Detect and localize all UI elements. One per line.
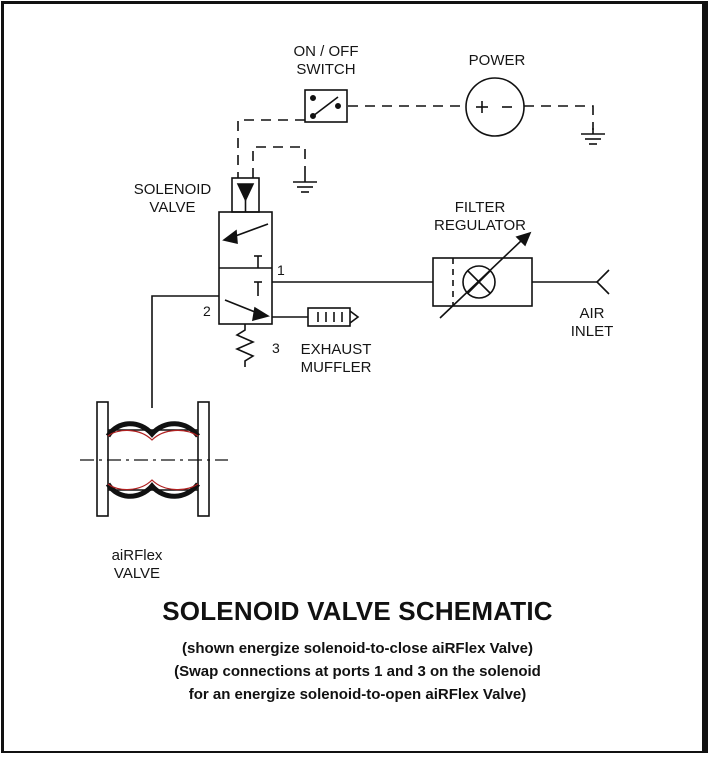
solenoid-label-line1: SOLENOID	[133, 181, 212, 198]
solenoid-label: SOLENOID VALVE	[120, 181, 225, 217]
air-inlet-label-line1: AIR	[579, 305, 605, 322]
caption-line-3: for an energize solenoid-to-open aiRFlex…	[188, 686, 527, 703]
caption-line-1: (shown energize solenoid-to-close aiRFle…	[182, 640, 533, 657]
port-2-label: 2	[203, 303, 211, 319]
switch-label-line1: ON / OFF	[293, 43, 359, 60]
airflex-label-line1: aiRFlex	[111, 547, 163, 564]
switch-label-line2: SWITCH	[296, 61, 356, 78]
on-off-switch-icon	[304, 89, 348, 123]
power-source-icon	[465, 77, 525, 137]
actuation-line	[151, 295, 219, 408]
solenoid-coil-icon	[231, 177, 260, 213]
air-inlet-label-line2: INLET	[570, 323, 614, 340]
diagram-title: SOLENOID VALVE SCHEMATIC	[162, 596, 553, 626]
air-inlet-icon	[595, 269, 610, 295]
filter-regulator-icon	[432, 231, 533, 319]
switch-label: ON / OFF SWITCH	[278, 43, 374, 79]
electrical-wiring	[237, 105, 594, 178]
solenoid-label-line2: VALVE	[149, 199, 196, 216]
airflex-label-line2: VALVE	[113, 565, 161, 582]
exhaust-muffler-label: EXHAUST MUFFLER	[288, 341, 384, 377]
filter-label-line2: REGULATOR	[434, 217, 526, 234]
airflex-valve-icon	[80, 401, 228, 517]
schematic-diagram	[80, 77, 610, 517]
filter-label-line1: FILTER	[454, 199, 506, 216]
caption-line-2: (Swap connections at ports 1 and 3 on th…	[174, 663, 541, 680]
border-frame	[1, 1, 708, 753]
exhaust-label-line1: EXHAUST	[300, 341, 372, 358]
filter-regulator-label: FILTER REGULATOR	[415, 199, 545, 235]
air-inlet-label: AIR INLET	[562, 305, 622, 341]
spring-icon	[235, 324, 255, 367]
solenoid-valve-body	[218, 211, 273, 325]
port-3-label: 3	[272, 340, 280, 356]
exhaust-label-line2: MUFFLER	[300, 359, 372, 376]
ground-icon	[293, 181, 317, 193]
ground-icon	[581, 133, 605, 145]
port-1-label: 1	[277, 262, 285, 278]
airflex-valve-label: aiRFlex VALVE	[98, 547, 176, 583]
power-label: POWER	[468, 52, 526, 69]
exhaust-muffler-icon	[307, 307, 360, 327]
